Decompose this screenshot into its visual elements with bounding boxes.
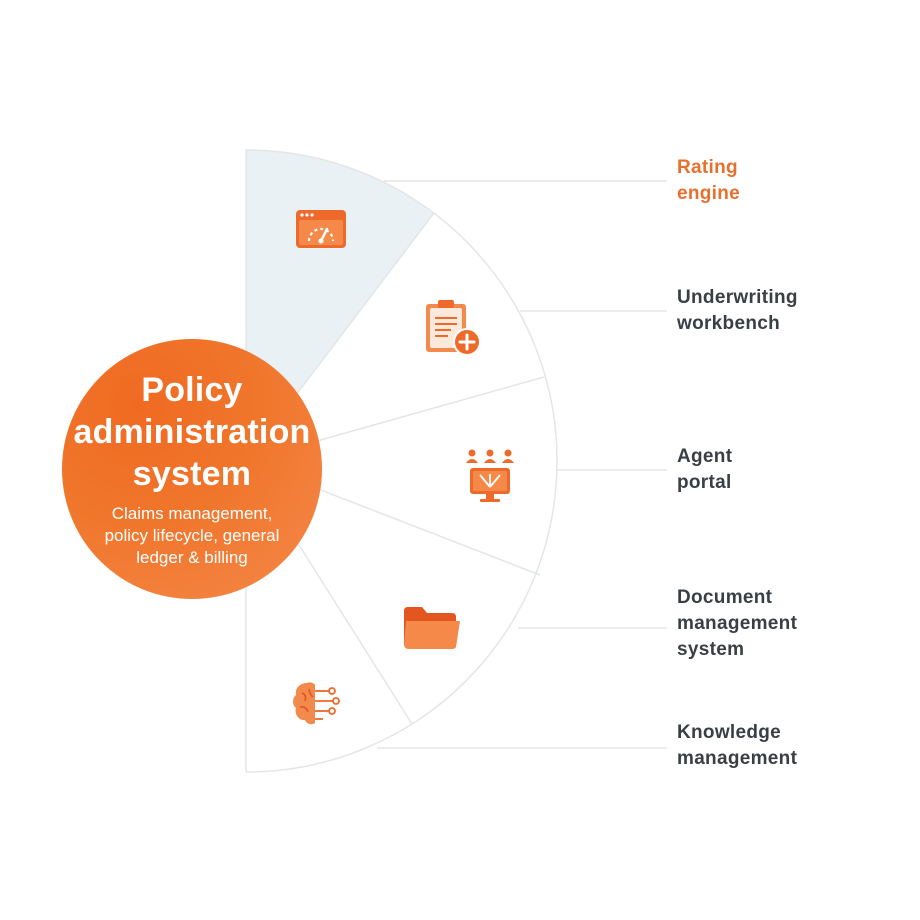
folder-icon bbox=[404, 607, 460, 649]
module-label-line: system bbox=[677, 639, 745, 660]
hub-subtitle: Claims management, policy lifecycle, gen… bbox=[77, 503, 307, 569]
module-label-line: Rating bbox=[677, 157, 738, 178]
module-label-line: engine bbox=[677, 183, 741, 204]
speedometer-icon bbox=[296, 210, 346, 248]
module-label-knowledge-management: Knowledge management bbox=[677, 720, 797, 772]
module-label-line: Agent bbox=[677, 446, 733, 467]
hub-subtitle-line-1: Claims management, bbox=[111, 504, 273, 523]
hub-title: Policy administration system bbox=[62, 369, 322, 495]
module-label-line: management bbox=[677, 613, 798, 634]
hub-title-line-1: Policy bbox=[141, 371, 243, 409]
hub-title-line-3: system bbox=[132, 455, 252, 493]
module-label-line: Knowledge bbox=[677, 722, 782, 743]
module-label-line: workbench bbox=[677, 313, 780, 334]
hub-subtitle-line-3: ledger & billing bbox=[136, 548, 248, 567]
policy-admin-hub: Policy administration system Claims mana… bbox=[62, 339, 322, 599]
module-label-underwriting-workbench: Underwriting workbench bbox=[677, 285, 798, 337]
module-label-line: Document bbox=[677, 587, 773, 608]
module-label-line: portal bbox=[677, 472, 732, 493]
hub-title-line-2: administration bbox=[73, 413, 311, 451]
module-label-rating-engine: Rating engine bbox=[677, 155, 740, 207]
brain-circuit-icon bbox=[293, 682, 340, 725]
agents-monitor-icon bbox=[466, 449, 514, 502]
module-label-agent-portal: Agent portal bbox=[677, 444, 732, 496]
module-label-document-management-system: Document management system bbox=[677, 585, 797, 663]
clipboard-plus-icon bbox=[426, 300, 481, 356]
outer-arc bbox=[245, 149, 558, 773]
module-label-line: Underwriting bbox=[677, 287, 798, 308]
hub-subtitle-line-2: policy lifecycle, general bbox=[104, 526, 280, 545]
sector-rating-engine bbox=[246, 149, 434, 461]
module-label-line: management bbox=[677, 748, 798, 769]
